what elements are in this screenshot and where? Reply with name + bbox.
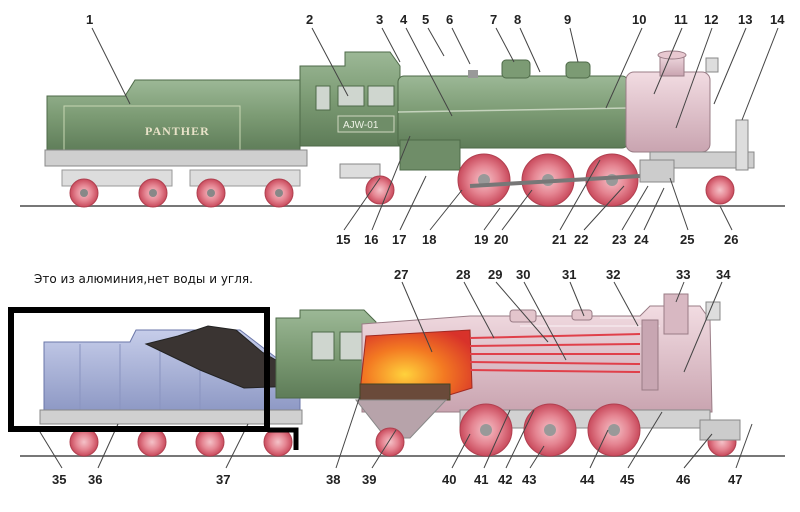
callout-18: 18 bbox=[422, 232, 436, 247]
callout-25: 25 bbox=[680, 232, 694, 247]
callout-45: 45 bbox=[620, 472, 634, 487]
callout-47: 47 bbox=[728, 472, 742, 487]
callout-42: 42 bbox=[498, 472, 512, 487]
smokebox bbox=[625, 50, 755, 171]
callout-43: 43 bbox=[522, 472, 536, 487]
callout-15: 15 bbox=[336, 232, 350, 247]
wheel bbox=[365, 175, 395, 205]
callout-39: 39 bbox=[362, 472, 376, 487]
callout-17: 17 bbox=[392, 232, 406, 247]
callout-46: 46 bbox=[676, 472, 690, 487]
callout-20: 20 bbox=[494, 232, 508, 247]
callout-27: 27 bbox=[394, 267, 408, 282]
callout-23: 23 bbox=[612, 232, 626, 247]
cab: AJW-01 bbox=[299, 51, 401, 147]
tender-name: PANTHER bbox=[145, 124, 210, 138]
callout-9: 9 bbox=[564, 12, 571, 27]
callout-24: 24 bbox=[634, 232, 649, 247]
callout-29: 29 bbox=[488, 267, 502, 282]
wheel bbox=[375, 427, 405, 457]
callout-41: 41 bbox=[474, 472, 488, 487]
wheel bbox=[705, 175, 735, 205]
callout-4: 4 bbox=[400, 12, 408, 27]
callout-28: 28 bbox=[456, 267, 470, 282]
bottom-leader-lines bbox=[39, 281, 753, 469]
top-locomotive: PANTHER AJW-01 bbox=[20, 12, 785, 247]
callout-16: 16 bbox=[364, 232, 378, 247]
callout-32: 32 bbox=[606, 267, 620, 282]
callout-19: 19 bbox=[474, 232, 488, 247]
bottom-running-gear bbox=[375, 403, 741, 457]
boiler-tubes bbox=[469, 333, 641, 373]
callout-11: 11 bbox=[674, 12, 688, 27]
callout-35: 35 bbox=[52, 472, 66, 487]
callout-13: 13 bbox=[738, 12, 752, 27]
top-running-gear bbox=[339, 153, 735, 207]
callout-33: 33 bbox=[676, 267, 690, 282]
top-callouts: 1 2 3 4 5 6 7 8 9 10 11 12 13 14 15 16 1… bbox=[86, 12, 785, 247]
callout-14: 14 bbox=[770, 12, 785, 27]
callout-44: 44 bbox=[580, 472, 595, 487]
wheel bbox=[137, 427, 167, 457]
top-leader-lines bbox=[91, 27, 779, 231]
callout-31: 31 bbox=[562, 267, 576, 282]
bottom-locomotive: 27 28 29 30 31 32 33 34 35 36 37 38 39 4… bbox=[20, 267, 785, 487]
tender-bogies bbox=[61, 169, 301, 208]
tender-cutaway bbox=[39, 325, 303, 457]
callout-10: 10 bbox=[632, 12, 646, 27]
callout-38: 38 bbox=[326, 472, 340, 487]
wheel bbox=[69, 427, 99, 457]
boiler bbox=[397, 59, 629, 171]
boiler-cutaway bbox=[354, 293, 721, 439]
callout-1: 1 bbox=[86, 12, 93, 27]
callout-34: 34 bbox=[716, 267, 731, 282]
callout-26: 26 bbox=[724, 232, 738, 247]
tender: PANTHER bbox=[44, 79, 308, 167]
callout-40: 40 bbox=[442, 472, 456, 487]
ash-pan bbox=[354, 399, 448, 439]
callout-37: 37 bbox=[216, 472, 230, 487]
callout-22: 22 bbox=[574, 232, 588, 247]
callout-2: 2 bbox=[306, 12, 313, 27]
bottom-callouts: 27 28 29 30 31 32 33 34 35 36 37 38 39 4… bbox=[52, 267, 742, 487]
callout-8: 8 bbox=[514, 12, 521, 27]
callout-36: 36 bbox=[88, 472, 102, 487]
cab-plate: AJW-01 bbox=[343, 120, 379, 131]
highlight-frame bbox=[8, 307, 299, 450]
callout-12: 12 bbox=[704, 12, 718, 27]
caption-note: Это из алюминия,нет воды и угля. bbox=[34, 272, 253, 286]
callout-21: 21 bbox=[552, 232, 566, 247]
cab-cutaway bbox=[275, 309, 377, 399]
callout-6: 6 bbox=[446, 12, 453, 27]
callout-3: 3 bbox=[376, 12, 383, 27]
callout-5: 5 bbox=[422, 12, 429, 27]
callout-30: 30 bbox=[516, 267, 530, 282]
wheel bbox=[195, 427, 225, 457]
callout-7: 7 bbox=[490, 12, 497, 27]
